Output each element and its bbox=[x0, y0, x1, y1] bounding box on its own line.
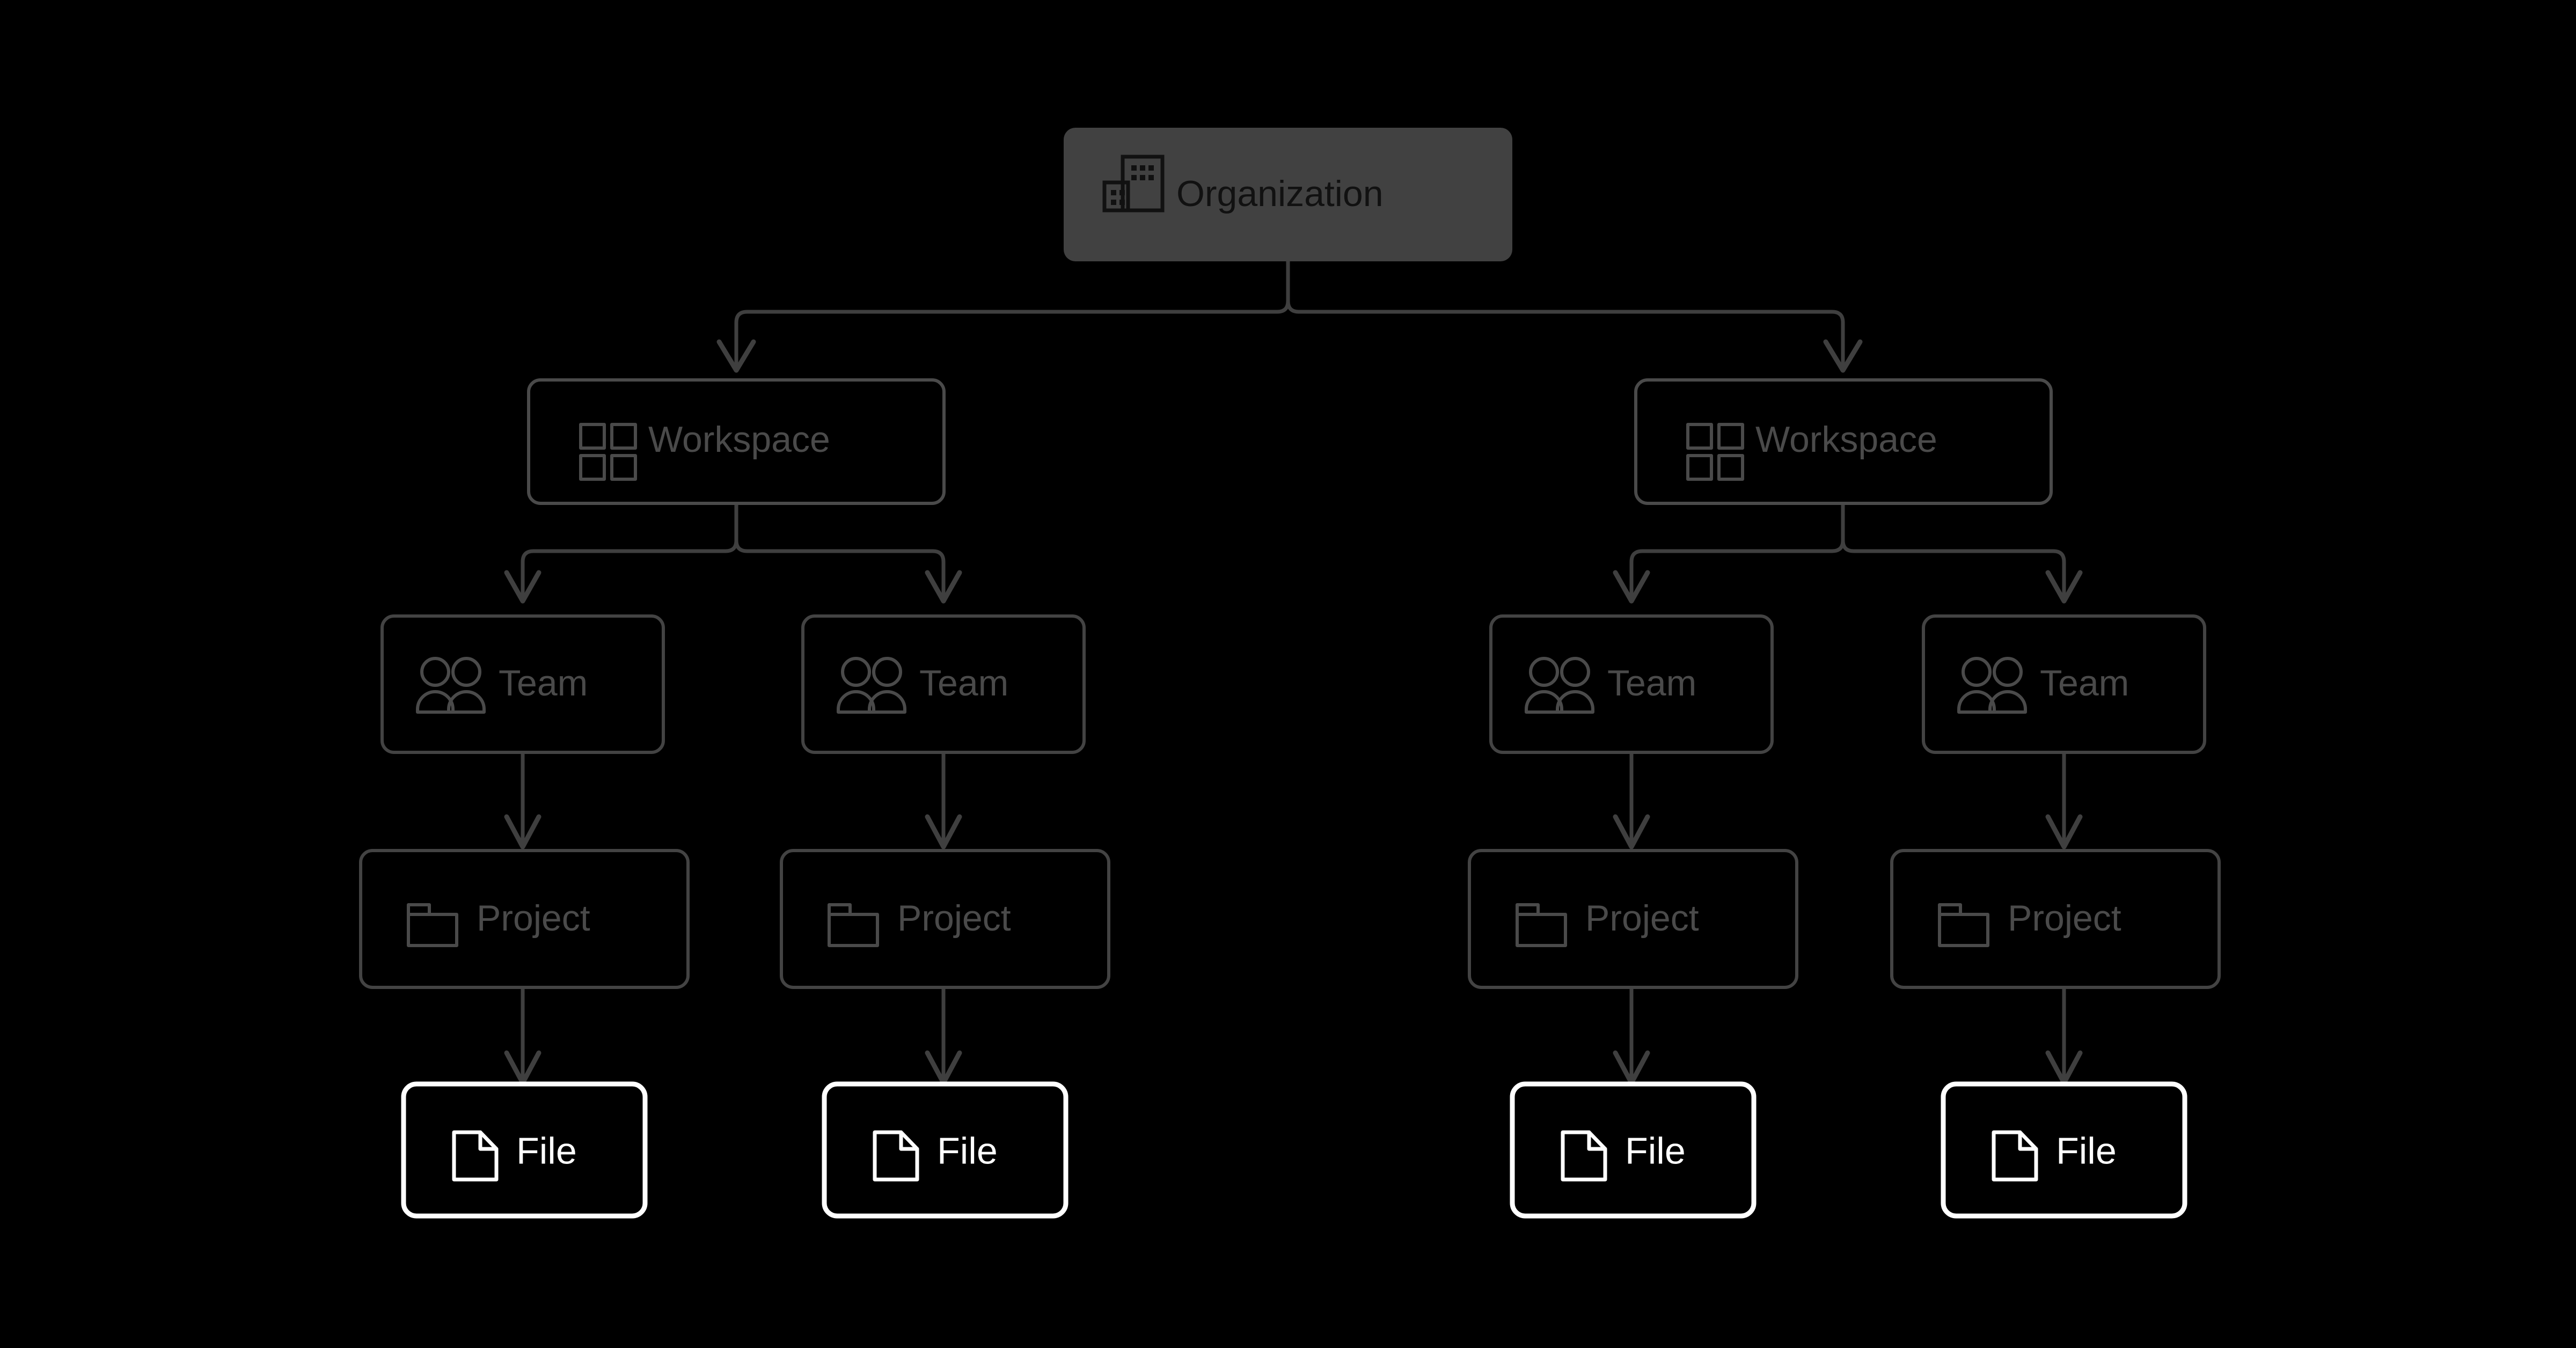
node-project-2-label: Project bbox=[897, 898, 1011, 939]
node-project-1-box[interactable] bbox=[359, 849, 690, 989]
folder-icon bbox=[407, 903, 458, 947]
grid-icon bbox=[579, 423, 637, 481]
node-project-1[interactable]: Project bbox=[359, 849, 690, 989]
node-project-2[interactable]: Project bbox=[780, 849, 1110, 989]
node-file-2[interactable]: File bbox=[822, 1081, 1069, 1219]
node-workspace-right-label: Workspace bbox=[1755, 419, 1937, 460]
node-team-1-box[interactable] bbox=[380, 614, 665, 754]
node-team-3-box[interactable] bbox=[1489, 614, 1774, 754]
edge-workspace-left-to-team-2 bbox=[734, 501, 946, 598]
node-team-3-label: Team bbox=[1607, 663, 1696, 704]
users-icon bbox=[1957, 657, 2027, 714]
node-team-1[interactable]: Team bbox=[380, 614, 665, 754]
node-workspace-left-box[interactable] bbox=[527, 378, 946, 505]
node-project-1-label: Project bbox=[477, 898, 590, 939]
arrowhead-project-2 bbox=[925, 814, 962, 849]
node-organization[interactable]: Organization bbox=[1064, 128, 1512, 261]
node-file-3[interactable]: File bbox=[1510, 1081, 1757, 1219]
arrowhead-project-4 bbox=[2045, 814, 2083, 849]
node-organization-box[interactable] bbox=[1064, 128, 1512, 261]
node-team-1-label: Team bbox=[499, 663, 588, 704]
node-team-2-box[interactable] bbox=[801, 614, 1086, 754]
node-file-4-box[interactable] bbox=[1941, 1081, 2187, 1219]
folder-icon bbox=[1938, 903, 1989, 947]
folder-icon bbox=[828, 903, 879, 947]
users-icon bbox=[416, 657, 486, 714]
node-team-4[interactable]: Team bbox=[1922, 614, 2206, 754]
users-icon bbox=[837, 657, 906, 714]
document-icon bbox=[1561, 1130, 1607, 1182]
node-project-3[interactable]: Project bbox=[1468, 849, 1798, 989]
arrowhead-project-3 bbox=[1613, 814, 1650, 849]
node-organization-label: Organization bbox=[1176, 173, 1384, 214]
node-workspace-left[interactable]: Workspace bbox=[527, 378, 946, 505]
node-file-4[interactable]: File bbox=[1941, 1081, 2187, 1219]
arrowhead-workspace-right bbox=[1823, 339, 1863, 373]
node-file-2-label: File bbox=[937, 1130, 998, 1171]
node-file-2-box[interactable] bbox=[822, 1081, 1069, 1219]
folder-icon bbox=[1516, 903, 1567, 947]
node-file-4-label: File bbox=[2056, 1130, 2117, 1171]
node-file-1[interactable]: File bbox=[401, 1081, 648, 1219]
node-file-3-label: File bbox=[1625, 1130, 1686, 1171]
node-file-1-label: File bbox=[516, 1130, 577, 1171]
node-project-3-label: Project bbox=[1585, 898, 1699, 939]
node-project-4-box[interactable] bbox=[1890, 849, 2221, 989]
node-team-2-label: Team bbox=[919, 663, 1008, 704]
document-icon bbox=[873, 1130, 919, 1182]
node-workspace-right-box[interactable] bbox=[1634, 378, 2053, 505]
node-project-3-box[interactable] bbox=[1468, 849, 1798, 989]
building-icon bbox=[1102, 155, 1165, 213]
arrowhead-team-4 bbox=[2045, 570, 2083, 604]
grid-icon bbox=[1686, 423, 1744, 481]
node-team-4-box[interactable] bbox=[1922, 614, 2206, 754]
node-file-1-box[interactable] bbox=[401, 1081, 648, 1219]
node-project-4-label: Project bbox=[2008, 898, 2121, 939]
node-team-4-label: Team bbox=[2040, 663, 2129, 704]
edge-organization-to-workspace-right bbox=[1286, 259, 1845, 367]
users-icon bbox=[1525, 657, 1594, 714]
document-icon bbox=[452, 1130, 499, 1182]
node-team-2[interactable]: Team bbox=[801, 614, 1086, 754]
node-project-2-box[interactable] bbox=[780, 849, 1110, 989]
arrowhead-team-1 bbox=[504, 570, 541, 604]
arrowhead-team-3 bbox=[1613, 570, 1650, 604]
node-workspace-left-label: Workspace bbox=[648, 419, 830, 460]
arrowhead-project-1 bbox=[504, 814, 541, 849]
arrowhead-workspace-left bbox=[716, 339, 756, 373]
arrowhead-team-2 bbox=[925, 570, 962, 604]
edge-workspace-right-to-team-4 bbox=[1841, 501, 2066, 598]
node-project-4[interactable]: Project bbox=[1890, 849, 2221, 989]
document-icon bbox=[1992, 1130, 2038, 1182]
node-team-3[interactable]: Team bbox=[1489, 614, 1774, 754]
node-workspace-right[interactable]: Workspace bbox=[1634, 378, 2053, 505]
node-file-3-box[interactable] bbox=[1510, 1081, 1757, 1219]
